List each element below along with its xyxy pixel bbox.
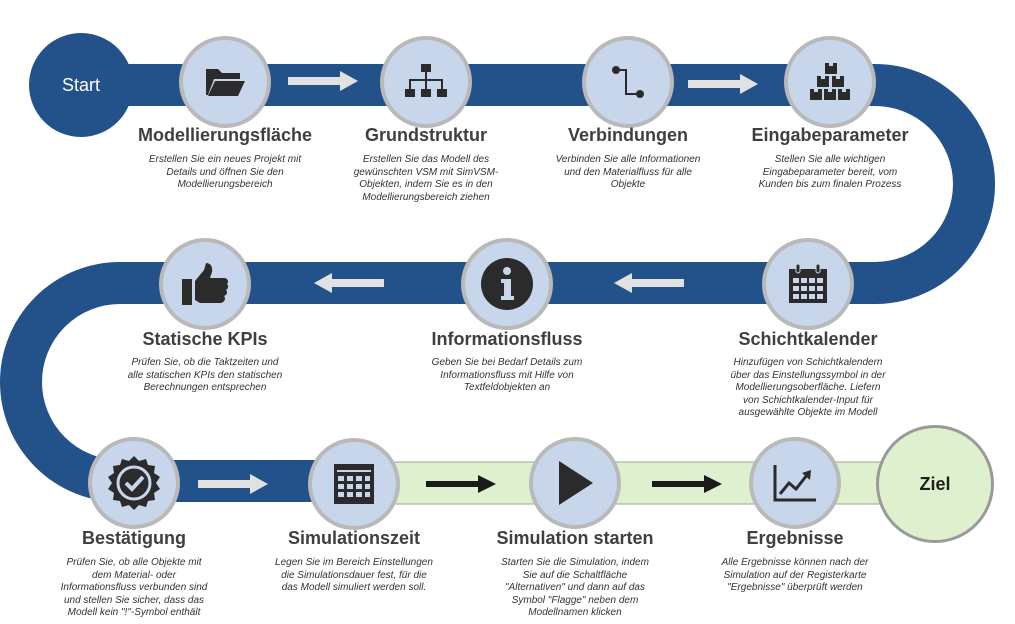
desc-line: Legen Sie im Bereich Einstellungen (275, 557, 433, 568)
step-title-informationsfluss: Informationsfluss (431, 329, 583, 349)
desc-line: Modellnamen klicken (528, 607, 622, 618)
step-node-schichtkalender (762, 238, 854, 330)
step-title-simulationszeit: Simulationszeit (287, 528, 421, 548)
arrow-right-dark-1 (426, 475, 496, 493)
arrow-left-2 (314, 273, 384, 293)
connection-icon (612, 66, 644, 98)
desc-line: Prüfen Sie, ob alle Objekte mit (66, 557, 202, 568)
arrow-left-1 (614, 273, 684, 293)
start-label: Start (61, 74, 100, 95)
arrow-right-dark-2 (652, 475, 722, 493)
step-node-modellierungsflaeche (179, 36, 271, 128)
step-desc-modellierungsflaeche: Erstellen Sie ein neues Projekt mit Deta… (125, 154, 325, 192)
desc-line: Modell kein "!"-Symbol enthält (67, 607, 201, 618)
boxes-icon (810, 63, 850, 100)
desc-line: ausgewählte Objekte im Modell (738, 407, 878, 418)
desc-line: Geben Sie bei Bedarf Details zum (431, 357, 583, 368)
calendar-icon (789, 263, 827, 303)
desc-line: dem Material- oder (92, 569, 176, 581)
goal-node: Ziel (876, 425, 994, 543)
desc-line: Hinzufügen von Schichtkalendern (733, 357, 883, 368)
step-desc-verbindungen: Verbinden Sie alle Informationen und den… (528, 154, 728, 192)
info-icon (481, 258, 533, 310)
desc-line: Eingabeparameter bereit, vom (762, 166, 898, 178)
desc-line: Modellierungsbereich (177, 179, 273, 190)
desc-line: Details und öffnen Sie den (166, 166, 284, 178)
desc-line: Informationsfluss mit Hilfe von (440, 369, 574, 381)
desc-line: Objekte (610, 179, 646, 190)
desc-line: und den Materialfluss für alle (564, 166, 692, 178)
step-desc-schichtkalender: Hinzufügen von Schichtkalendern über das… (708, 357, 908, 420)
desc-line: Kunden bis zum finalen Prozess (758, 179, 902, 190)
step-node-bestaetigung (88, 437, 180, 529)
desc-line: alle statischen KPIs den statischen (127, 369, 283, 381)
desc-line: Stellen Sie alle wichtigen (774, 154, 886, 165)
desc-line: Objekten, indem Sie es in den (359, 179, 493, 190)
step-title-statische-kpis: Statische KPIs (142, 329, 268, 349)
desc-line: "Ergebnisse" überprüft werden (727, 582, 863, 593)
step-desc-ergebnisse: Alle Ergebnisse können nach der Simulati… (695, 557, 895, 595)
desc-line: über das Einstellungssymbol in der (730, 369, 886, 381)
desc-line: Textfeldobjekten an (463, 382, 551, 393)
play-icon (559, 461, 593, 505)
step-node-simulation-starten (529, 437, 621, 529)
desc-line: Symbol "Flagge" neben dem (511, 594, 639, 606)
desc-line: Berechnungen entsprechen (143, 382, 267, 393)
step-node-grundstruktur (380, 36, 472, 128)
step-desc-simulation-starten: Starten Sie die Simulation, indem Sie au… (475, 557, 675, 620)
step-title-ergebnisse: Ergebnisse (746, 528, 844, 548)
step-title-eingabeparameter: Eingabeparameter (751, 125, 909, 145)
step-node-ergebnisse (749, 437, 841, 529)
desc-line: Sie auf die Schaltfläche (522, 569, 628, 581)
step-title-grundstruktur: Grundstruktur (364, 125, 487, 145)
step-title-schichtkalender: Schichtkalender (738, 329, 878, 349)
desc-line: Starten Sie die Simulation, indem (501, 557, 649, 568)
calendar-grid-icon (334, 464, 374, 504)
step-node-informationsfluss (461, 238, 553, 330)
arrow-right-1 (288, 71, 358, 91)
desc-line: "Alternativen" und dann auf das (505, 582, 645, 593)
desc-line: und stellen Sie sicher, dass das (63, 594, 205, 606)
desc-line: Simulation auf der Registerkarte (723, 569, 867, 581)
desc-line: Alle Ergebnisse können nach der (721, 557, 869, 568)
step-title-bestaetigung: Bestätigung (81, 528, 186, 548)
goal-label: Ziel (919, 473, 951, 494)
step-desc-grundstruktur: Erstellen Sie das Modell des gewünschten… (326, 154, 526, 204)
start-node: Start (29, 33, 133, 137)
step-desc-simulationszeit: Legen Sie im Bereich Einstellungen die S… (254, 557, 454, 595)
step-desc-informationsfluss: Geben Sie bei Bedarf Details zum Informa… (407, 357, 607, 395)
step-desc-eingabeparameter: Stellen Sie alle wichtigen Eingabeparame… (730, 154, 930, 192)
step-title-simulation-starten: Simulation starten (496, 528, 654, 548)
desc-line: von Schichtkalender-Input für (743, 394, 873, 406)
arrow-right-3 (198, 474, 268, 494)
desc-line: die Simulationsdauer fest, für die (281, 569, 427, 581)
step-node-simulationszeit (308, 438, 400, 530)
desc-line: Verbinden Sie alle Informationen (555, 154, 701, 165)
step-node-eingabeparameter (784, 36, 876, 128)
arrow-right-2 (688, 74, 758, 94)
chart-icon (773, 465, 816, 502)
badge-check-icon (108, 456, 160, 510)
desc-line: Erstellen Sie das Modell des (362, 154, 490, 165)
step-node-verbindungen (582, 36, 674, 128)
hierarchy-icon (405, 64, 447, 97)
step-title-modellierungsflaeche: Modellierungsfläche (137, 125, 313, 145)
step-desc-bestaetigung: Prüfen Sie, ob alle Objekte mit dem Mate… (34, 557, 234, 620)
step-title-verbindungen: Verbindungen (567, 125, 688, 145)
desc-line: Modellierungsoberfläche. Liefern (735, 382, 881, 393)
desc-line: das Modell simuliert werden soll. (281, 582, 427, 593)
thumbs-up-icon (182, 263, 229, 305)
desc-line: Modellierungsbereich ziehen (362, 191, 490, 203)
desc-line: Informationsfluss verbunden sind (60, 582, 208, 593)
folder-icon (206, 69, 245, 96)
step-desc-statische-kpis: Prüfen Sie, ob die Taktzeiten und alle s… (105, 357, 305, 395)
step-node-statische-kpis (159, 238, 251, 330)
desc-line: Prüfen Sie, ob die Taktzeiten und (131, 357, 279, 368)
desc-line: gewünschten VSM mit SimVSM- (353, 166, 499, 178)
desc-line: Erstellen Sie ein neues Projekt mit (148, 154, 302, 165)
